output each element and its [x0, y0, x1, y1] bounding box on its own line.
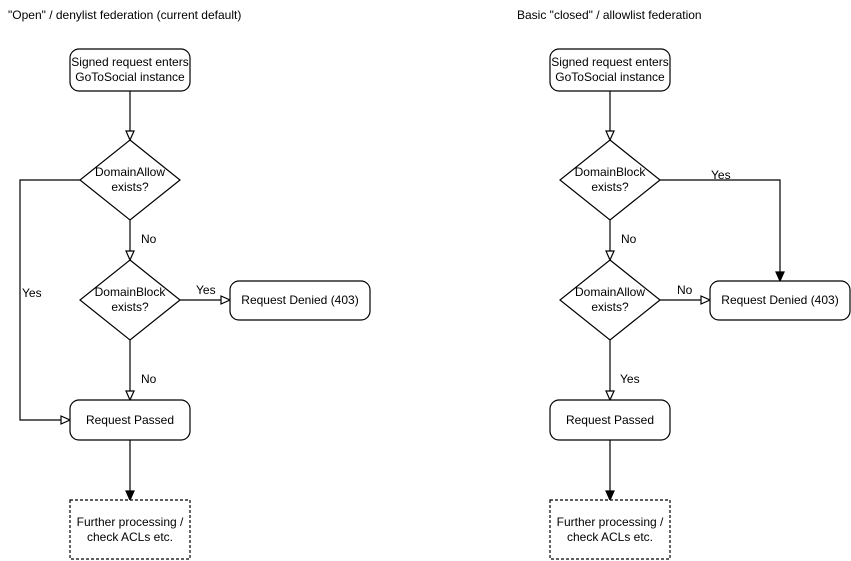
right-further-node-label: Further processing / check ACLs etc. [556, 514, 664, 544]
right-edge-label-no-1: No [621, 232, 637, 246]
left-decision1-node-label: DomainAllow exists? [94, 165, 166, 194]
left-denied-node-label: Request Denied (403) [241, 293, 359, 307]
left-edge-label-yes-branch: Yes [22, 286, 42, 300]
right-start-node-shape [549, 48, 671, 92]
right-decision2-node-label: DomainAllow exists? [574, 285, 646, 314]
right-decision1-diamond-shape [559, 139, 661, 221]
left-edge-label-no-1: No [141, 232, 157, 246]
left-denied-node-shape [229, 280, 371, 321]
left-edge-label-yes-denied: Yes [196, 283, 216, 297]
left-decision2-diamond-shape [79, 259, 181, 341]
left-further-node-shape [69, 499, 191, 560]
right-chart-title: Basic "closed" / allowlist federation [517, 8, 702, 22]
left-decision1-diamond-shape [79, 139, 181, 221]
left-start-node-shape [69, 48, 191, 92]
right-denied-node-label: Request Denied (403) [721, 293, 839, 307]
right-passed-node-shape [549, 399, 671, 441]
right-denied-node-shape [709, 280, 851, 321]
left-edge-decision1-yes-to-passed [19, 179, 80, 425]
left-decision2-node-label: DomainBlock exists? [94, 285, 166, 314]
right-flowchart [549, 48, 851, 560]
left-start-node-label: Signed request enters GoToSocial instanc… [71, 55, 189, 84]
left-passed-node-shape [69, 399, 191, 441]
left-edge-label-no-2: No [141, 372, 157, 386]
right-edge-label-no-denied: No [677, 283, 693, 297]
right-edge-label-yes-2: Yes [620, 372, 640, 386]
left-flowchart [19, 48, 371, 560]
left-further-node-label: Further processing / check ACLs etc. [76, 514, 184, 544]
right-passed-node-label: Request Passed [565, 412, 655, 427]
right-edge-label-yes-branch: Yes [711, 168, 731, 182]
left-passed-node-label: Request Passed [85, 412, 175, 427]
left-chart-title: "Open" / denylist federation (current de… [8, 8, 242, 22]
right-decision2-diamond-shape [559, 259, 661, 341]
right-decision1-node-label: DomainBlock exists? [574, 165, 646, 194]
right-further-node-shape [549, 499, 671, 560]
right-start-node-label: Signed request enters GoToSocial instanc… [551, 55, 669, 84]
right-edge-decision1-yes-to-denied [660, 179, 785, 283]
